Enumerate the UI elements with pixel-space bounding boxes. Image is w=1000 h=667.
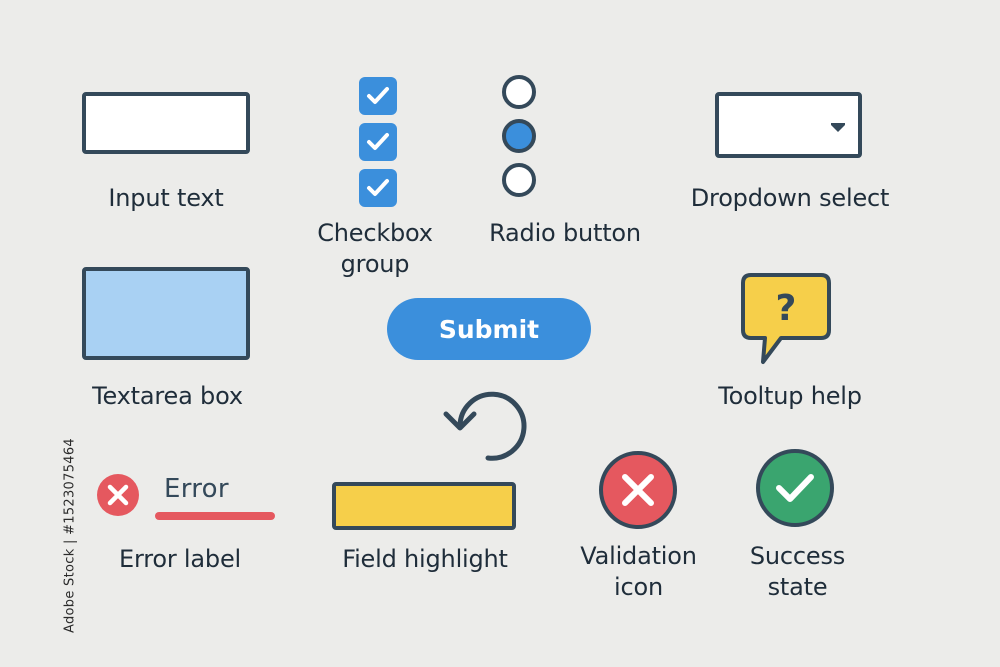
input-text-label: Input text [108, 184, 224, 212]
side-credit: Adobe Stock | #1523075464 [62, 438, 78, 633]
submit-button[interactable]: Submit [387, 298, 591, 360]
highlighted-field[interactable] [332, 482, 516, 530]
question-bubble-icon[interactable]: ? [741, 272, 833, 364]
x-circle-icon [97, 474, 139, 516]
dropdown-select-label: Dropdown select [690, 184, 890, 212]
checkbox-2[interactable] [359, 123, 397, 161]
radio-1[interactable] [501, 74, 537, 110]
checkbox-group-label: Checkbox group [317, 219, 433, 278]
error-underline [155, 512, 275, 520]
dropdown-select[interactable] [715, 92, 862, 158]
tooltip-help-label: Tooltup help [718, 382, 862, 410]
radio-2[interactable] [501, 118, 537, 154]
checkbox-3[interactable] [359, 169, 397, 207]
error-label-caption: Error label [119, 545, 241, 573]
x-circle-icon [599, 451, 677, 529]
success-state-label: Success state [749, 542, 846, 601]
radio-3[interactable] [501, 162, 537, 198]
validation-icon-label: Validation icon [580, 542, 697, 601]
textarea-box-label: Textarea box [92, 382, 243, 410]
check-icon [367, 133, 389, 150]
error-text: Error [164, 474, 229, 504]
rotate-arrow-icon [443, 391, 527, 461]
field-highlight-label: Field highlight [342, 545, 508, 573]
check-circle-icon [756, 449, 834, 527]
check-icon [367, 179, 389, 196]
caret-down-icon [831, 123, 845, 132]
radio-button-label: Radio button [489, 219, 641, 247]
check-icon [367, 87, 389, 104]
question-mark: ? [776, 288, 797, 329]
checkbox-1[interactable] [359, 77, 397, 115]
text-input[interactable] [82, 92, 250, 154]
textarea[interactable] [82, 267, 250, 360]
